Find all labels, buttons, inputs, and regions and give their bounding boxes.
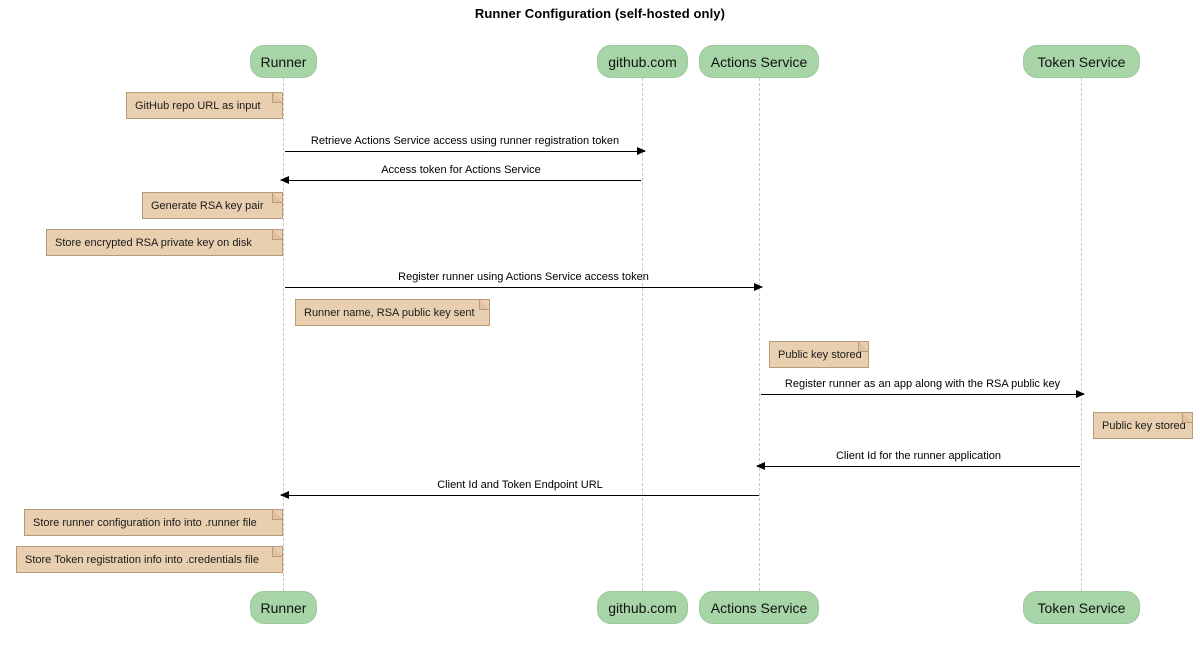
participant-label: Token Service	[1037, 599, 1126, 616]
message-arrow-6	[280, 491, 759, 499]
note-fold-corner-icon	[479, 299, 490, 310]
participant-label: github.com	[608, 599, 677, 616]
message-label-1: Retrieve Actions Service access using ru…	[310, 135, 620, 147]
note-3: Store encrypted RSA private key on disk	[46, 229, 283, 256]
lifeline-github	[642, 78, 643, 591]
note-2: Generate RSA key pair	[142, 192, 283, 219]
message-label-5: Client Id for the runner application	[835, 450, 1002, 462]
diagram-title: Runner Configuration (self-hosted only)	[474, 6, 726, 21]
note-6: Public key stored	[1093, 412, 1193, 439]
participant-label: Actions Service	[710, 599, 808, 616]
message-arrow-1	[285, 147, 646, 155]
message-label-6: Client Id and Token Endpoint URL	[437, 479, 603, 491]
arrowhead-icon	[637, 147, 646, 155]
note-text: GitHub repo URL as input	[135, 99, 261, 112]
note-7: Store runner configuration info into .ru…	[24, 509, 283, 536]
note-fold-corner-icon	[272, 92, 283, 103]
note-8: Store Token registration info into .cred…	[16, 546, 283, 573]
participant-runner-top[interactable]: Runner	[250, 45, 317, 78]
message-label-2: Access token for Actions Service	[381, 164, 541, 176]
participant-label: Token Service	[1037, 53, 1126, 70]
note-fold-corner-icon	[272, 192, 283, 203]
participant-actions-bottom[interactable]: Actions Service	[699, 591, 819, 624]
message-arrow-4	[761, 390, 1085, 398]
participant-github-top[interactable]: github.com	[597, 45, 688, 78]
note-text: Store Token registration info into .cred…	[25, 553, 259, 566]
note-text: Public key stored	[778, 348, 862, 361]
note-text: Store runner configuration info into .ru…	[33, 516, 257, 529]
arrowhead-icon	[280, 491, 289, 499]
note-text: Store encrypted RSA private key on disk	[55, 236, 252, 249]
note-4: Runner name, RSA public key sent	[295, 299, 490, 326]
note-fold-corner-icon	[272, 509, 283, 520]
lifeline-runner	[283, 78, 284, 591]
message-label-4: Register runner as an app along with the…	[784, 378, 1061, 390]
participant-label: Runner	[260, 599, 307, 616]
note-5: Public key stored	[769, 341, 869, 368]
lifeline-actions	[759, 78, 760, 591]
arrowhead-icon	[280, 176, 289, 184]
lifeline-token	[1081, 78, 1082, 591]
note-fold-corner-icon	[1182, 412, 1193, 423]
participant-label: Actions Service	[710, 53, 808, 70]
message-arrow-5	[756, 462, 1080, 470]
participant-label: github.com	[608, 53, 677, 70]
note-text: Generate RSA key pair	[151, 199, 264, 212]
arrowhead-icon	[1076, 390, 1085, 398]
note-text: Runner name, RSA public key sent	[304, 306, 475, 319]
note-fold-corner-icon	[272, 546, 283, 557]
participant-runner-bottom[interactable]: Runner	[250, 591, 317, 624]
note-fold-corner-icon	[858, 341, 869, 352]
message-label-3: Register runner using Actions Service ac…	[398, 271, 649, 283]
participant-label: Runner	[260, 53, 307, 70]
message-arrow-2	[280, 176, 641, 184]
participant-github-bottom[interactable]: github.com	[597, 591, 688, 624]
note-text: Public key stored	[1102, 419, 1186, 432]
arrowhead-icon	[754, 283, 763, 291]
participant-actions-top[interactable]: Actions Service	[699, 45, 819, 78]
participant-token-top[interactable]: Token Service	[1023, 45, 1140, 78]
message-arrow-3	[285, 283, 763, 291]
participant-token-bottom[interactable]: Token Service	[1023, 591, 1140, 624]
note-fold-corner-icon	[272, 229, 283, 240]
arrowhead-icon	[756, 462, 765, 470]
note-1: GitHub repo URL as input	[126, 92, 283, 119]
